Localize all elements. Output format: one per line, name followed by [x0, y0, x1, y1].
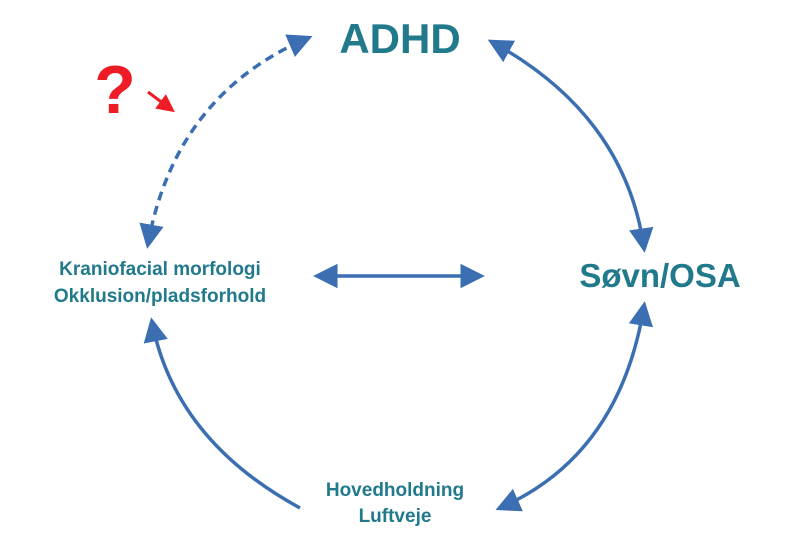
node-craniofacial-line2: Okklusion/pladsforhold [53, 286, 267, 307]
question-mark: ? [94, 52, 136, 128]
node-craniofacial: Kraniofacial morfologi Okklusion/pladsfo… [10, 256, 310, 310]
node-sleep-osa: Søvn/OSA [579, 257, 741, 294]
node-posture-line1: Hovedholdning [325, 480, 465, 501]
arrow-posture-cranio [143, 317, 301, 510]
node-craniofacial-line1: Kraniofacial morfologi [59, 259, 261, 280]
node-adhd: ADHD [339, 15, 461, 62]
arrow-cranio-adhd-dashed [139, 34, 313, 249]
question-pointer-arrow [147, 90, 175, 113]
node-posture-line2: Luftveje [358, 506, 432, 527]
node-posture-airway: Hovedholdning Luftveje [290, 478, 500, 530]
arrow-sleep-posture [495, 301, 653, 512]
arrow-adhd-sleep [487, 39, 654, 253]
